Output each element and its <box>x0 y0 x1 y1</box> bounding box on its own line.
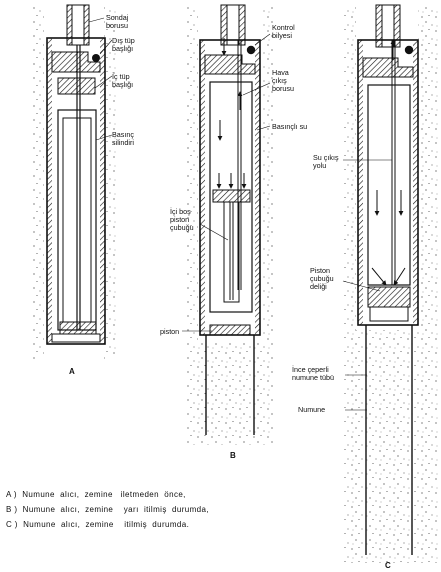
caption-b: B ) Numune alıcı, zemine yarı itilmiş du… <box>6 505 209 514</box>
label-hava-3: borusu <box>272 84 294 93</box>
label-ici-bos-2: piston <box>170 215 189 224</box>
label-dis-tup-1: Dış tüp <box>112 36 135 45</box>
label-numune: Numune <box>298 405 325 414</box>
label-su-cikis-2: yolu <box>313 161 326 170</box>
label-ince-2: numune tübü <box>292 373 334 382</box>
label-basinc-1: Basınç <box>112 130 134 139</box>
panel-label-b: B <box>230 451 236 460</box>
label-dis-tup-2: başlığı <box>112 44 133 53</box>
label-hava-2: çıkış <box>272 76 287 85</box>
label-sondaj-1: Sondaj <box>106 13 129 22</box>
label-kontrol-1: Kontrol <box>272 23 295 32</box>
label-ici-bos-3: çubuğu <box>170 223 194 232</box>
label-ic-tup-2: başlığı <box>112 80 133 89</box>
label-sondaj-2: borusu <box>106 21 128 30</box>
label-piston-cubugu-1: Piston <box>310 266 330 275</box>
panel-label-a: A <box>69 367 75 376</box>
label-su-cikis-1: Su çıkış <box>313 153 339 162</box>
label-hava-1: Hava <box>272 68 289 77</box>
label-ici-bos-1: İçi boş <box>170 207 191 216</box>
label-basinc-2: silindiri <box>112 138 134 147</box>
caption-c: C ) Numune alıcı, zemine itilmiş durumda… <box>6 520 190 529</box>
check-ball-b <box>246 45 256 55</box>
check-ball-c <box>404 45 414 55</box>
label-piston-cubugu-3: deliği <box>310 282 327 291</box>
panel-label-c: C <box>385 561 391 570</box>
check-ball-a <box>92 54 100 62</box>
label-ince-1: İnce çeperli <box>292 365 329 374</box>
label-piston: piston <box>160 327 179 336</box>
label-ic-tup-1: İç tüp <box>112 72 130 81</box>
label-kontrol-2: bilyesi <box>272 31 292 40</box>
caption-a: A ) Numune alıcı, zemine iletmeden önce, <box>6 490 186 499</box>
label-basincli-su: Basınçlı su <box>272 122 307 131</box>
label-piston-cubugu-2: çubuğu <box>310 274 334 283</box>
